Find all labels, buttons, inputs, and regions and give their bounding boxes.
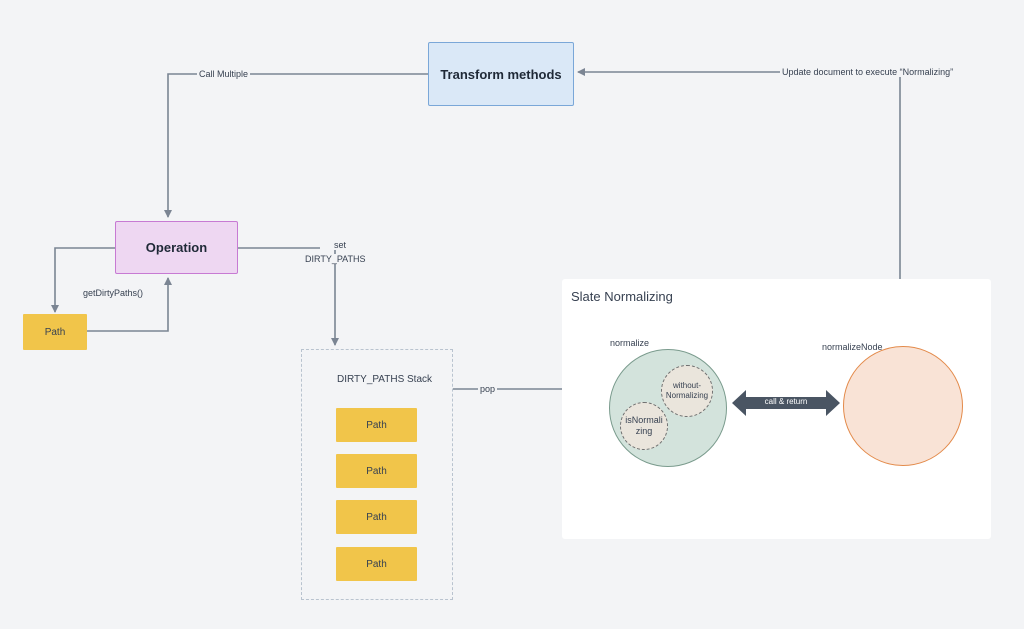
edge-call-multiple — [164, 73, 428, 218]
without-normalizing-circle: without- Normalizing — [661, 365, 713, 417]
get-dirty-paths-label: getDirtyPaths() — [83, 288, 144, 298]
stack-path-label: Path — [366, 419, 387, 431]
without-normalizing-line1: without- — [672, 381, 701, 390]
path-left-label: Path — [44, 326, 66, 338]
transform-methods-node: Transform methods — [428, 42, 574, 106]
operation-node: Operation — [115, 221, 238, 274]
stack-path-item: Path — [336, 547, 417, 581]
transform-methods-label: Transform methods — [440, 66, 562, 82]
normalize-node-circle — [843, 346, 963, 466]
dirty-paths-label: DIRTY_PATHS — [303, 254, 368, 264]
stack-path-item: Path — [336, 454, 417, 488]
edge-operation-to-path — [51, 247, 115, 313]
without-normalizing-line2: Normalizing — [665, 391, 709, 400]
dirty-paths-stack-title: DIRTY_PATHS Stack — [337, 374, 433, 385]
path-node-left: Path — [23, 314, 87, 350]
call-return-double-arrow — [732, 390, 840, 416]
is-normalizing-circle: isNormali zing — [620, 402, 668, 450]
call-return-label: call & return — [764, 397, 808, 406]
call-multiple-label: Call Multiple — [197, 69, 251, 79]
normalize-node-label: normalizeNode — [822, 342, 883, 352]
update-document-label: Update document to execute “Normalizing” — [780, 67, 956, 77]
slate-normalizing-title: Slate Normalizing — [571, 289, 673, 304]
stack-path-label: Path — [366, 465, 387, 477]
set-label: set — [320, 240, 360, 250]
pop-label: pop — [478, 384, 498, 394]
is-normalizing-line1: isNormali — [625, 414, 663, 425]
stack-path-label: Path — [366, 558, 387, 570]
operation-label: Operation — [145, 240, 208, 255]
is-normalizing-line2: zing — [635, 426, 653, 436]
normalize-label: normalize — [610, 338, 650, 348]
stack-path-item: Path — [336, 500, 417, 534]
edge-get-dirty-paths — [87, 277, 172, 332]
stack-path-item: Path — [336, 408, 417, 442]
stack-path-label: Path — [366, 511, 387, 523]
